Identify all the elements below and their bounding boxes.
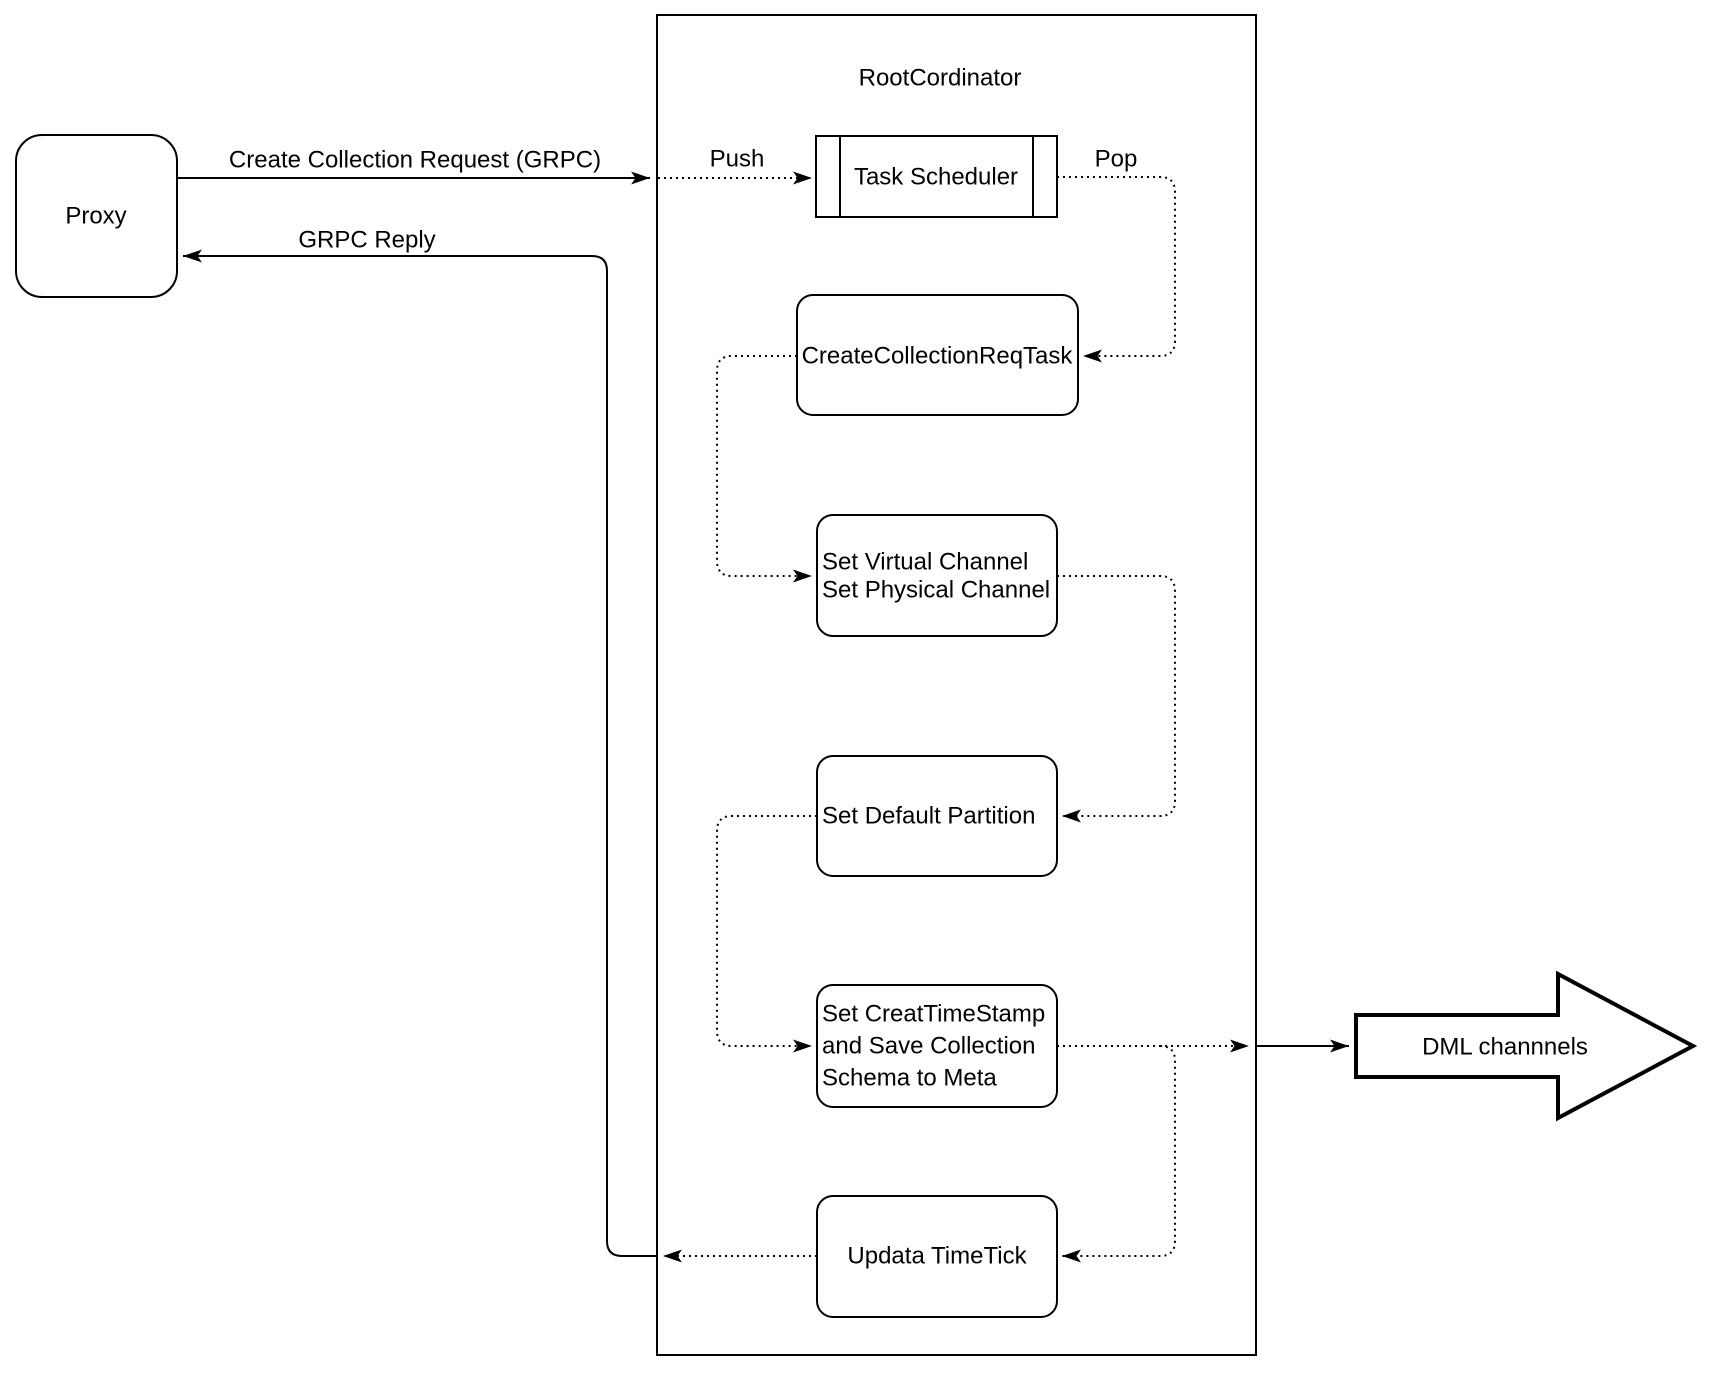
set-timestamp-label-line1: Set CreatTimeStamp <box>822 1001 1045 1028</box>
set-timestamp-label-line3: Schema to Meta <box>822 1065 997 1092</box>
set-channels-node: Set Virtual Channel Set Physical Channel <box>816 514 1058 637</box>
edge-label-push: Push <box>710 146 765 173</box>
edge-label-grpc-reply: GRPC Reply <box>298 227 435 254</box>
dml-channels-arrow-shape <box>1354 970 1698 1122</box>
set-channels-box <box>816 514 1058 637</box>
set-timestamp-save-schema-node: Set CreatTimeStamp and Save Collection S… <box>816 984 1058 1108</box>
edge-default-partition-to-timestamp <box>716 815 817 1053</box>
edge-timestamp-to-timetick-line <box>1062 1045 1176 1263</box>
proxy-label: Proxy <box>65 203 126 230</box>
edge-label-create-collection-request: Create Collection Request (GRPC) <box>229 147 601 174</box>
edge-grpc-reply: GRPC Reply <box>183 227 657 1257</box>
dml-channels-label: DML channnels <box>1422 1034 1588 1061</box>
create-collection-req-task-node: CreateCollectionReqTask <box>796 294 1079 416</box>
root-coordinator-container: RootCordinator <box>656 14 1257 1356</box>
set-channels-label-line1: Set Virtual Channel <box>822 549 1028 576</box>
edge-pop: Pop <box>1057 146 1176 363</box>
edge-timestamp-to-timetick <box>1062 1045 1176 1263</box>
root-coordinator-border <box>656 14 1257 1356</box>
proxy-node: Proxy <box>15 134 178 298</box>
set-default-partition-label: Set Default Partition <box>822 803 1035 830</box>
update-timetick-node: Updata TimeTick <box>816 1195 1058 1318</box>
root-coordinator-title: RootCordinator <box>859 65 1022 92</box>
edge-set-channels-to-default-partition <box>1057 575 1176 823</box>
proxy-box <box>15 134 178 298</box>
set-default-partition-node: Set Default Partition <box>816 755 1058 877</box>
edge-default-partition-to-timestamp-line <box>716 815 817 1053</box>
edge-create-collection-request: Create Collection Request (GRPC) <box>177 147 650 185</box>
task-scheduler-box <box>815 135 1058 218</box>
edge-grpc-reply-line <box>183 249 657 1257</box>
set-timestamp-label-line2: and Save Collection <box>822 1033 1035 1060</box>
edge-label-pop: Pop <box>1095 146 1138 173</box>
task-scheduler-label: Task Scheduler <box>854 164 1018 191</box>
task-scheduler-node: Task Scheduler <box>815 135 1058 218</box>
dml-channels-node: DML channnels <box>1354 970 1698 1122</box>
edge-set-channels-to-default-partition-line <box>1057 575 1176 823</box>
create-collection-req-task-label: CreateCollectionReqTask <box>802 343 1074 370</box>
edge-push: Push <box>658 146 812 185</box>
update-timetick-label: Updata TimeTick <box>847 1243 1027 1270</box>
edge-pop-line <box>1057 176 1176 363</box>
set-channels-label-line2: Set Physical Channel <box>822 577 1050 604</box>
